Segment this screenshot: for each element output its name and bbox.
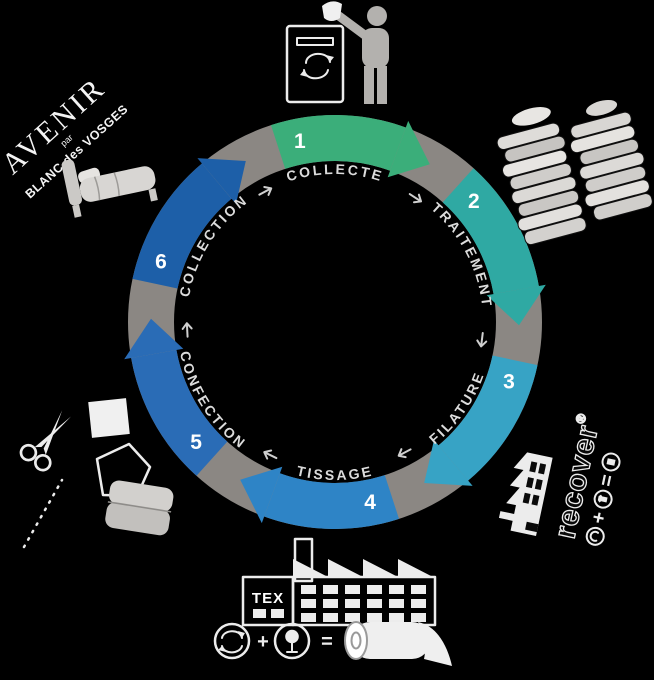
factory-windows (253, 585, 426, 622)
stage-6-number: 6 (155, 251, 167, 274)
recycle-circle-icon (213, 622, 251, 660)
plus-sign: + (257, 631, 269, 653)
pattern-pentagon-icon (95, 442, 152, 498)
cut-line (22, 478, 64, 549)
factory-door-icon (525, 521, 539, 533)
segment-1-arc (271, 115, 406, 171)
fabric-equation: + = (213, 621, 452, 666)
svg-text:COLLECTE: COLLECTE (284, 161, 385, 185)
stage-2-number: 2 (468, 190, 480, 213)
recycle-arrows-icon (300, 52, 334, 80)
tshirt-circle-icon (593, 489, 613, 509)
chimney-icon (293, 537, 314, 583)
donation-bin-icon (285, 24, 345, 104)
stage-3-number: 3 (503, 370, 515, 393)
tex-factory-icon: TEX (241, 537, 437, 627)
equals-sign: = (595, 473, 619, 489)
scissors-icon (19, 410, 72, 472)
clothes-pile-icon (496, 99, 653, 246)
segment-4-arrowhead-icon (240, 466, 283, 524)
sawtooth-roof-icon (293, 559, 433, 577)
tex-label: TEX (252, 590, 284, 607)
flow-arrow-icon (263, 449, 278, 460)
recover-factory-icon (498, 452, 553, 537)
registered-mark: ® (573, 411, 590, 424)
segment-2-arrowhead-icon (486, 284, 546, 326)
stage-labels: COLLECTE TRAITEMENT FILATURE TISSAGE CON… (176, 161, 493, 483)
segment-3-arc (438, 354, 538, 481)
pattern-square-icon (88, 398, 130, 438)
stage-1-label: COLLECTE (284, 161, 383, 185)
flow-arrow-icon (476, 332, 488, 348)
segment-5-arc (131, 349, 228, 476)
flow-arrow-icon (408, 193, 423, 204)
recycle-arrows-icon (218, 630, 245, 654)
recycle-circle-icon (585, 526, 605, 546)
svg-text:TISSAGE: TISSAGE (295, 462, 375, 483)
bed-icon (61, 159, 158, 218)
stage-segments (124, 115, 546, 529)
segment-1-arrowhead-icon (387, 120, 430, 178)
stage-numbers: 1 2 3 4 5 6 (155, 130, 515, 514)
collecte-icon-group (285, 1, 389, 104)
bin-slot-icon (296, 37, 334, 46)
garment-icon (322, 1, 342, 21)
person-icon (334, 6, 389, 104)
segment-6-arc (132, 163, 232, 290)
equals-sign: = (321, 631, 333, 653)
segment-2-arc (442, 168, 539, 295)
recover-equation: + = (585, 452, 621, 546)
flow-arrow-icon (258, 185, 273, 196)
plus-sign: + (587, 510, 611, 526)
segment-5-arrowhead-icon (124, 318, 184, 360)
stage-4-label: TISSAGE (295, 462, 372, 483)
tree-circle-icon (273, 622, 311, 660)
flow-arrow-icon (397, 448, 412, 459)
folded-duvet-icon (105, 480, 174, 536)
stage-1-number: 1 (294, 130, 306, 153)
stage-5-number: 5 (190, 431, 202, 454)
flow-arrow-icon (181, 322, 193, 338)
confection-icon-group (19, 398, 174, 549)
spool-circle-icon (601, 452, 621, 472)
tree-icon (285, 629, 299, 653)
segment-6-arrowhead-icon (197, 158, 246, 204)
stage-4-number: 4 (364, 491, 376, 514)
segment-4-arc (264, 473, 399, 529)
segment-3-arrowhead-icon (424, 440, 473, 486)
inter-stage-arrows (181, 185, 488, 460)
recover-logo: recover® + = (498, 411, 621, 546)
fabric-roll-icon (344, 621, 452, 666)
